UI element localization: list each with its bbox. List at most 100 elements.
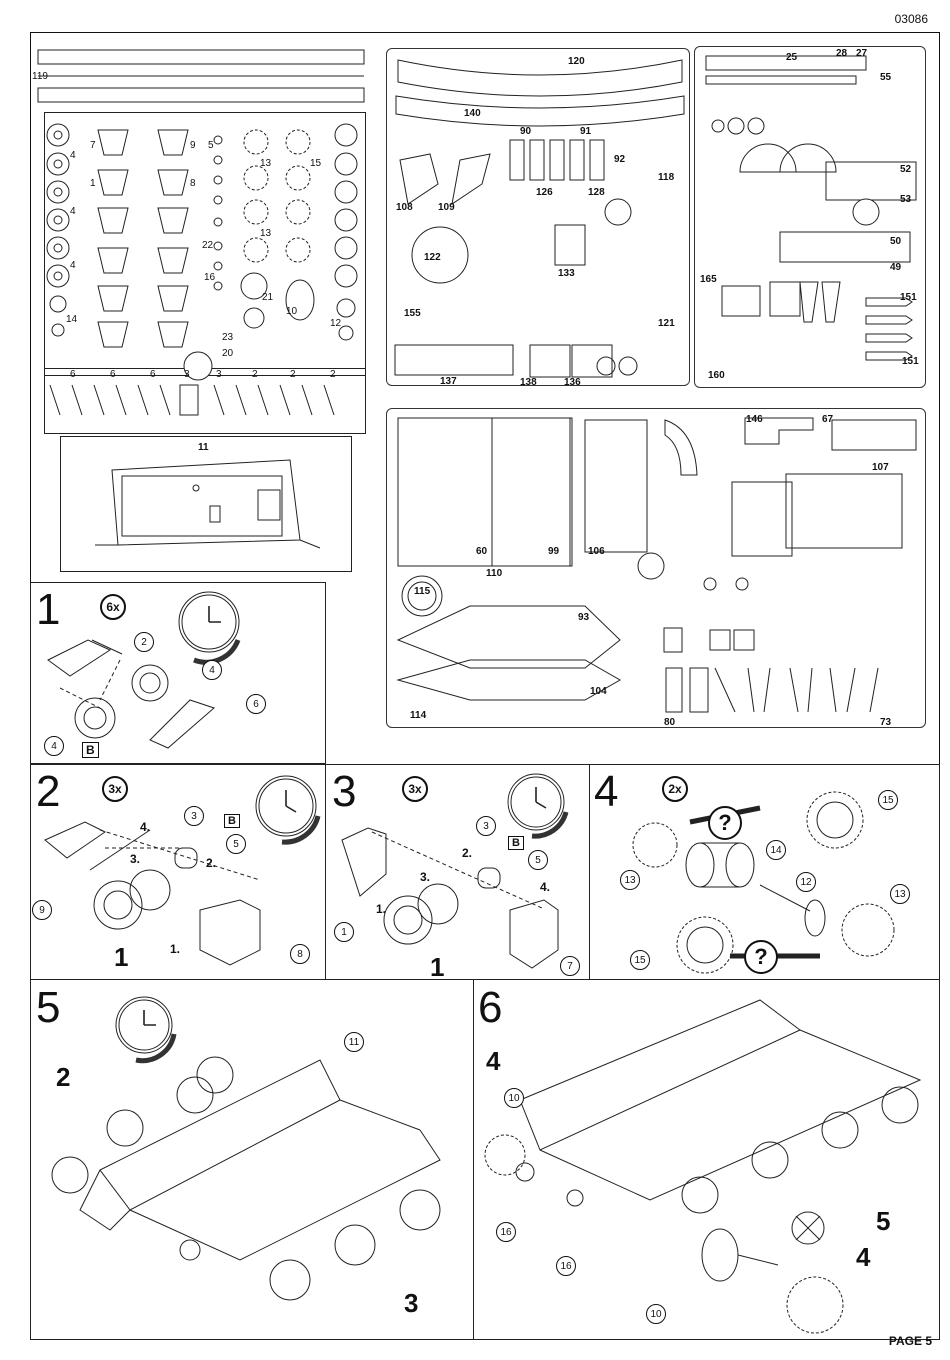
part-callout: 12 xyxy=(796,872,816,892)
part-num: 73 xyxy=(880,717,892,728)
sequence-label: 1. xyxy=(376,902,387,916)
step-number: 4 xyxy=(594,767,619,816)
part-callout: 3 xyxy=(184,806,204,826)
part-num: 60 xyxy=(476,546,488,557)
part-num: 138 xyxy=(520,377,537,388)
part-callout: 3 xyxy=(476,816,496,836)
step-panel-6 xyxy=(473,979,940,1340)
part-num: 136 xyxy=(564,377,581,388)
part-callout: 2 xyxy=(134,632,154,652)
step-number: 1 xyxy=(36,585,61,634)
part-callout: 4 xyxy=(202,660,222,680)
sequence-label: 2. xyxy=(462,846,473,860)
part-callout: 5 xyxy=(226,834,246,854)
part-num: 8 xyxy=(190,178,196,189)
step-panel-1 xyxy=(30,582,326,764)
step-number: 3 xyxy=(332,767,357,816)
part-num: 25 xyxy=(786,52,798,63)
part-num: 28 xyxy=(836,48,848,59)
part-num: 13 xyxy=(260,228,272,239)
sub-assembly-label: 1 xyxy=(430,952,445,982)
part-num: 92 xyxy=(614,154,626,165)
part-num: 6 xyxy=(150,369,156,380)
part-callout: 16 xyxy=(556,1256,576,1276)
part-num: 137 xyxy=(440,376,457,387)
sub-assembly-label: 1 xyxy=(114,942,129,972)
part-callout: 13 xyxy=(890,884,910,904)
part-num: 49 xyxy=(890,262,902,273)
part-callout: 8 xyxy=(290,944,310,964)
part-callout: 13 xyxy=(620,870,640,890)
part-num: 23 xyxy=(222,332,234,343)
part-num: 20 xyxy=(222,348,234,359)
part-callout: 5 xyxy=(528,850,548,870)
part-num: 2 xyxy=(330,369,336,380)
part-num: 165 xyxy=(700,274,717,285)
part-num: 4 xyxy=(70,206,76,217)
part-num: 119 xyxy=(32,71,48,82)
part-num: 122 xyxy=(424,252,441,263)
part-callout: 15 xyxy=(878,790,898,810)
part-num: 67 xyxy=(822,414,834,425)
part-num: 27 xyxy=(856,48,868,59)
part-num: 5 xyxy=(208,140,214,151)
document-code: 03086 xyxy=(894,12,928,26)
part-num: 110 xyxy=(486,568,503,579)
part-num: 11 xyxy=(198,442,209,453)
part-num: 118 xyxy=(658,172,675,183)
step-number: 6 xyxy=(478,983,503,1032)
sub-assembly-label: 2 xyxy=(56,1062,71,1092)
part-num: 115 xyxy=(414,586,431,597)
part-num: 151 xyxy=(900,292,917,303)
part-num: 10 xyxy=(286,306,298,317)
part-callout: 10 xyxy=(504,1088,524,1108)
part-num: 22 xyxy=(202,240,214,251)
part-callout: 1 xyxy=(334,922,354,942)
part-num: 2 xyxy=(290,369,296,380)
part-num: 109 xyxy=(438,202,455,213)
part-num: 107 xyxy=(872,462,889,473)
page-number: PAGE 5 xyxy=(888,1334,932,1348)
part-num: 126 xyxy=(536,187,553,198)
flag-badge: B xyxy=(508,836,524,850)
question-icon: ? xyxy=(708,806,742,840)
sub-assembly-label: 3 xyxy=(404,1288,419,1318)
sequence-label: 4. xyxy=(140,820,151,834)
part-num: 140 xyxy=(464,108,481,119)
part-num: 53 xyxy=(900,194,912,205)
part-callout: 6 xyxy=(246,694,266,714)
part-num: 50 xyxy=(890,236,902,247)
sprue-top-right-a xyxy=(386,48,690,386)
sub-assembly-label: 5 xyxy=(876,1206,891,1236)
question-icon: ? xyxy=(744,940,778,974)
part-num: 99 xyxy=(548,546,560,557)
part-num: 93 xyxy=(578,612,590,623)
part-num: 15 xyxy=(310,158,322,169)
part-num: 6 xyxy=(70,369,76,380)
part-num: 3 xyxy=(216,369,222,380)
part-num: 120 xyxy=(568,56,585,67)
part-num: 104 xyxy=(590,686,607,697)
part-num: 155 xyxy=(404,308,421,319)
multiplier-badge: 3x xyxy=(102,776,128,802)
part-num: 90 xyxy=(520,126,532,137)
sequence-label: 4. xyxy=(540,880,551,894)
part-num: 55 xyxy=(880,72,892,83)
sequence-label: 2. xyxy=(206,856,217,870)
step-number: 2 xyxy=(36,767,61,816)
part-num: 21 xyxy=(262,292,274,303)
part-callout: 11 xyxy=(344,1032,364,1052)
part-num: 151 xyxy=(902,356,919,367)
part-num: 4 xyxy=(70,150,76,161)
part-num: 1 xyxy=(90,178,96,189)
flag-badge: B xyxy=(82,742,99,758)
part-callout: 16 xyxy=(496,1222,516,1242)
part-num: 133 xyxy=(558,268,575,279)
part-callout: 14 xyxy=(766,840,786,860)
sequence-label: 1. xyxy=(170,942,181,956)
multiplier-badge: 6x xyxy=(100,594,126,620)
part-num: 91 xyxy=(580,126,592,137)
part-num: 12 xyxy=(330,318,342,329)
part-num: 7 xyxy=(90,140,96,151)
